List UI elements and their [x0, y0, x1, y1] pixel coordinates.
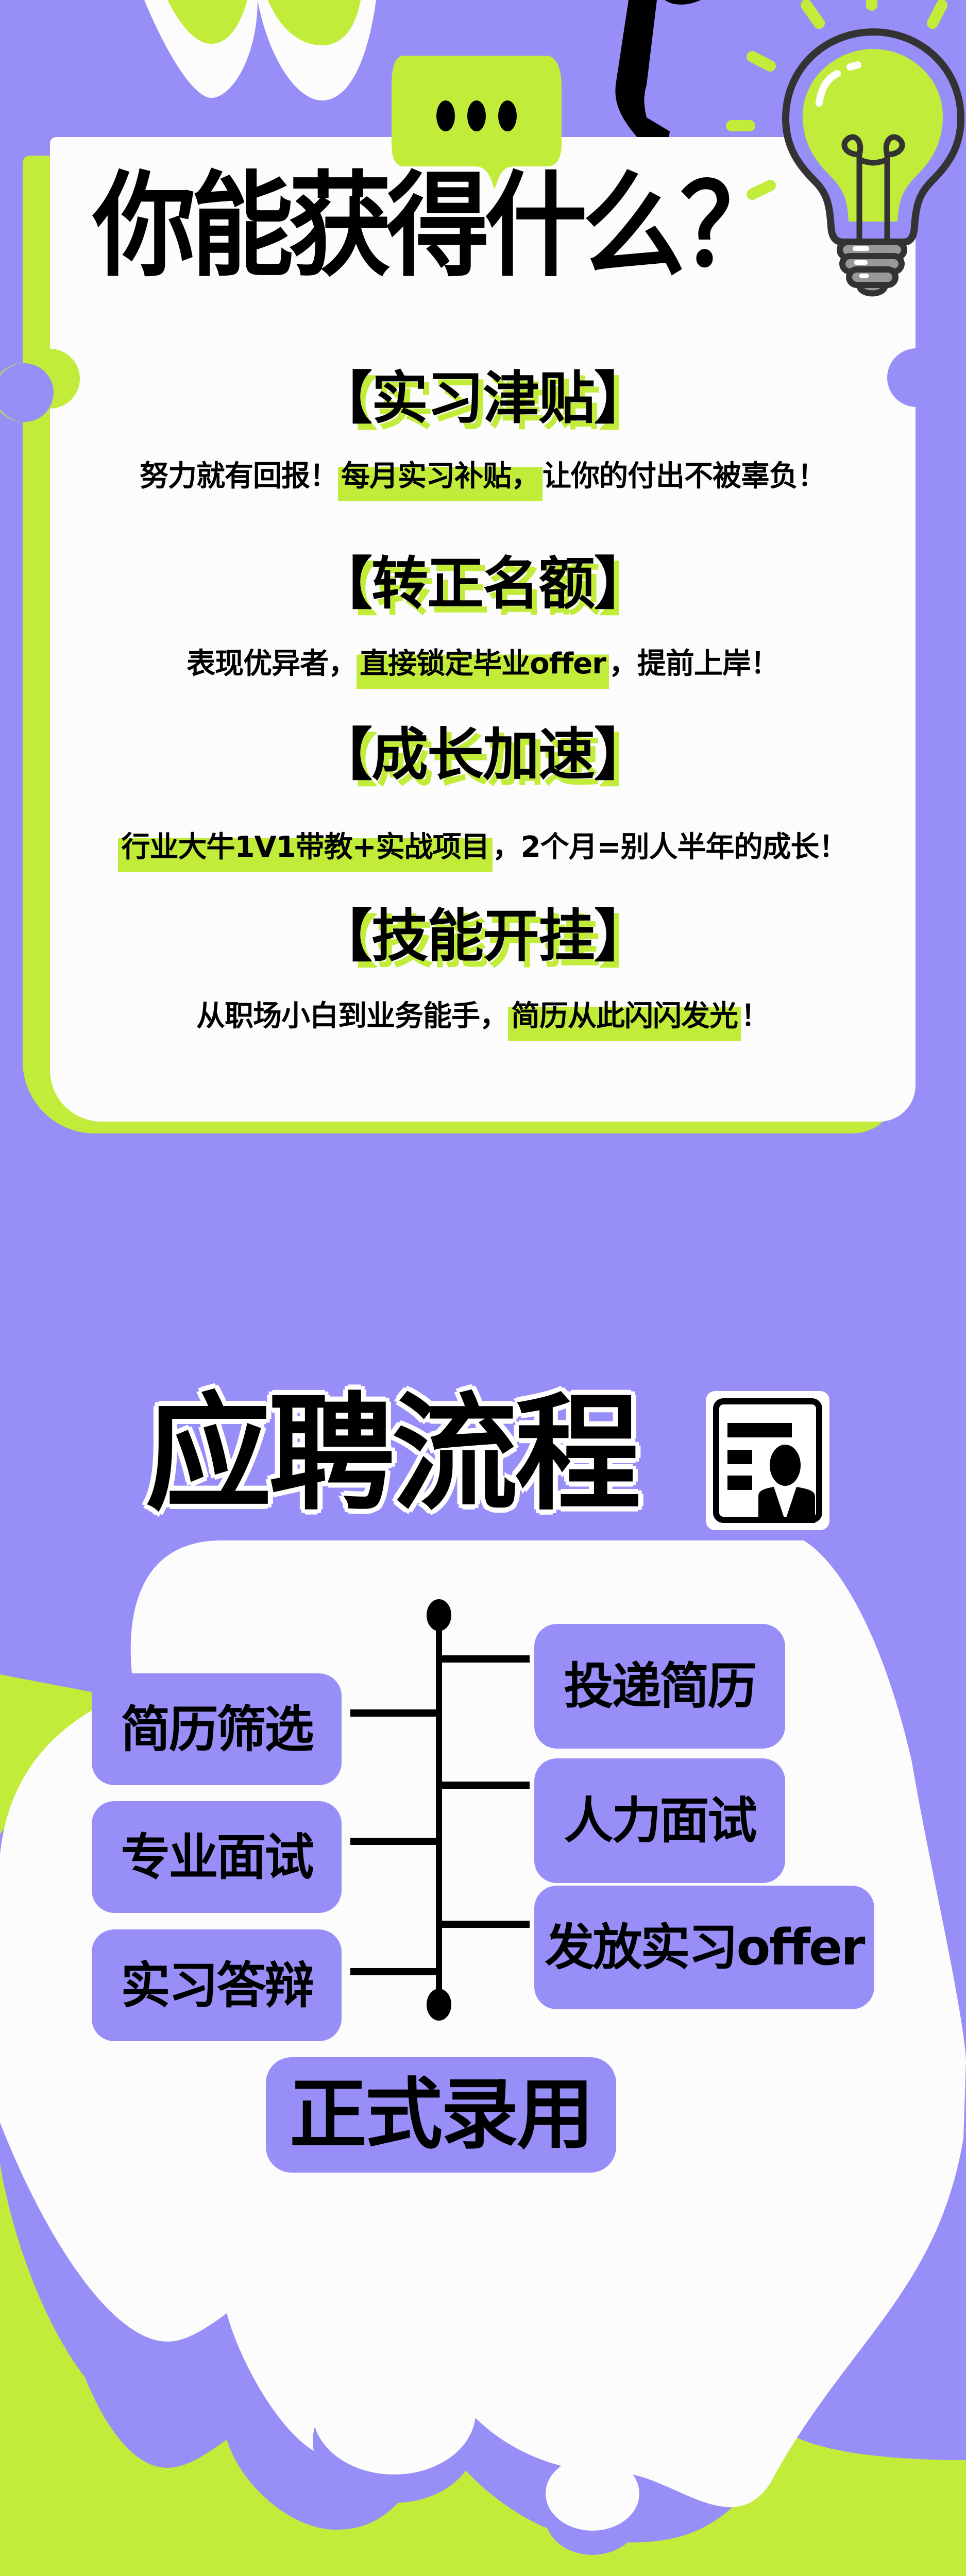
timeline-connector: [442, 1782, 530, 1789]
step-internship-defense: 实习答辩: [92, 1929, 342, 2041]
step-hr-interview: 人力面试: [534, 1758, 785, 1883]
step-internship-offer: 发放实习offer: [534, 1886, 874, 2009]
benefit-item-title: 【技能开挂】【技能开挂】: [316, 903, 656, 975]
timeline-dot-bottom: [427, 1989, 451, 2021]
benefit-item-desc: 从职场小白到业务能手，简历从此闪闪发光！: [50, 999, 916, 1041]
benefit-card: [50, 137, 916, 1122]
timeline-connector: [350, 1709, 437, 1717]
benefit-item-title: 【实习津贴】【实习津贴】: [316, 365, 656, 437]
step-formal-hire: 正式录用: [266, 2057, 616, 2173]
benefit-item-title: 【转正名额】【转正名额】: [316, 551, 656, 623]
step-resume-screening: 简历筛选: [92, 1673, 342, 1785]
timeline-connector: [350, 1838, 437, 1845]
benefit-item-desc: 表现优异者，直接锁定毕业offer，提前上岸！: [50, 647, 916, 689]
timeline-connector: [442, 1921, 530, 1928]
ticket-notch-left-purple: [0, 363, 54, 422]
benefits-title: 你能获得什么？: [93, 160, 783, 293]
arrow-icon: [615, 0, 670, 149]
timeline-connector: [442, 1655, 530, 1663]
speech-bubble-ellipsis-icon: [392, 56, 562, 190]
lightbulb-icon: [726, 0, 965, 297]
step-submit-resume: 投递简历: [534, 1624, 785, 1749]
benefit-item-desc: 行业大牛1V1带教+实战项目，2个月=别人半年的成长！: [50, 831, 916, 872]
timeline-connector: [350, 1968, 437, 1975]
process-title: 应聘流程: [145, 1381, 641, 1528]
top-decoration: [144, 0, 701, 149]
ticket-notch-right: [887, 348, 946, 407]
timeline-spine: [436, 1615, 442, 2005]
resume-person-icon: [706, 1391, 829, 1530]
step-professional-interview: 专业面试: [92, 1801, 342, 1913]
benefit-item-title: 【成长加速】【成长加速】: [316, 722, 656, 794]
benefit-item-desc: 努力就有回报！每月实习补贴，让你的付出不被辜负！: [50, 460, 916, 501]
